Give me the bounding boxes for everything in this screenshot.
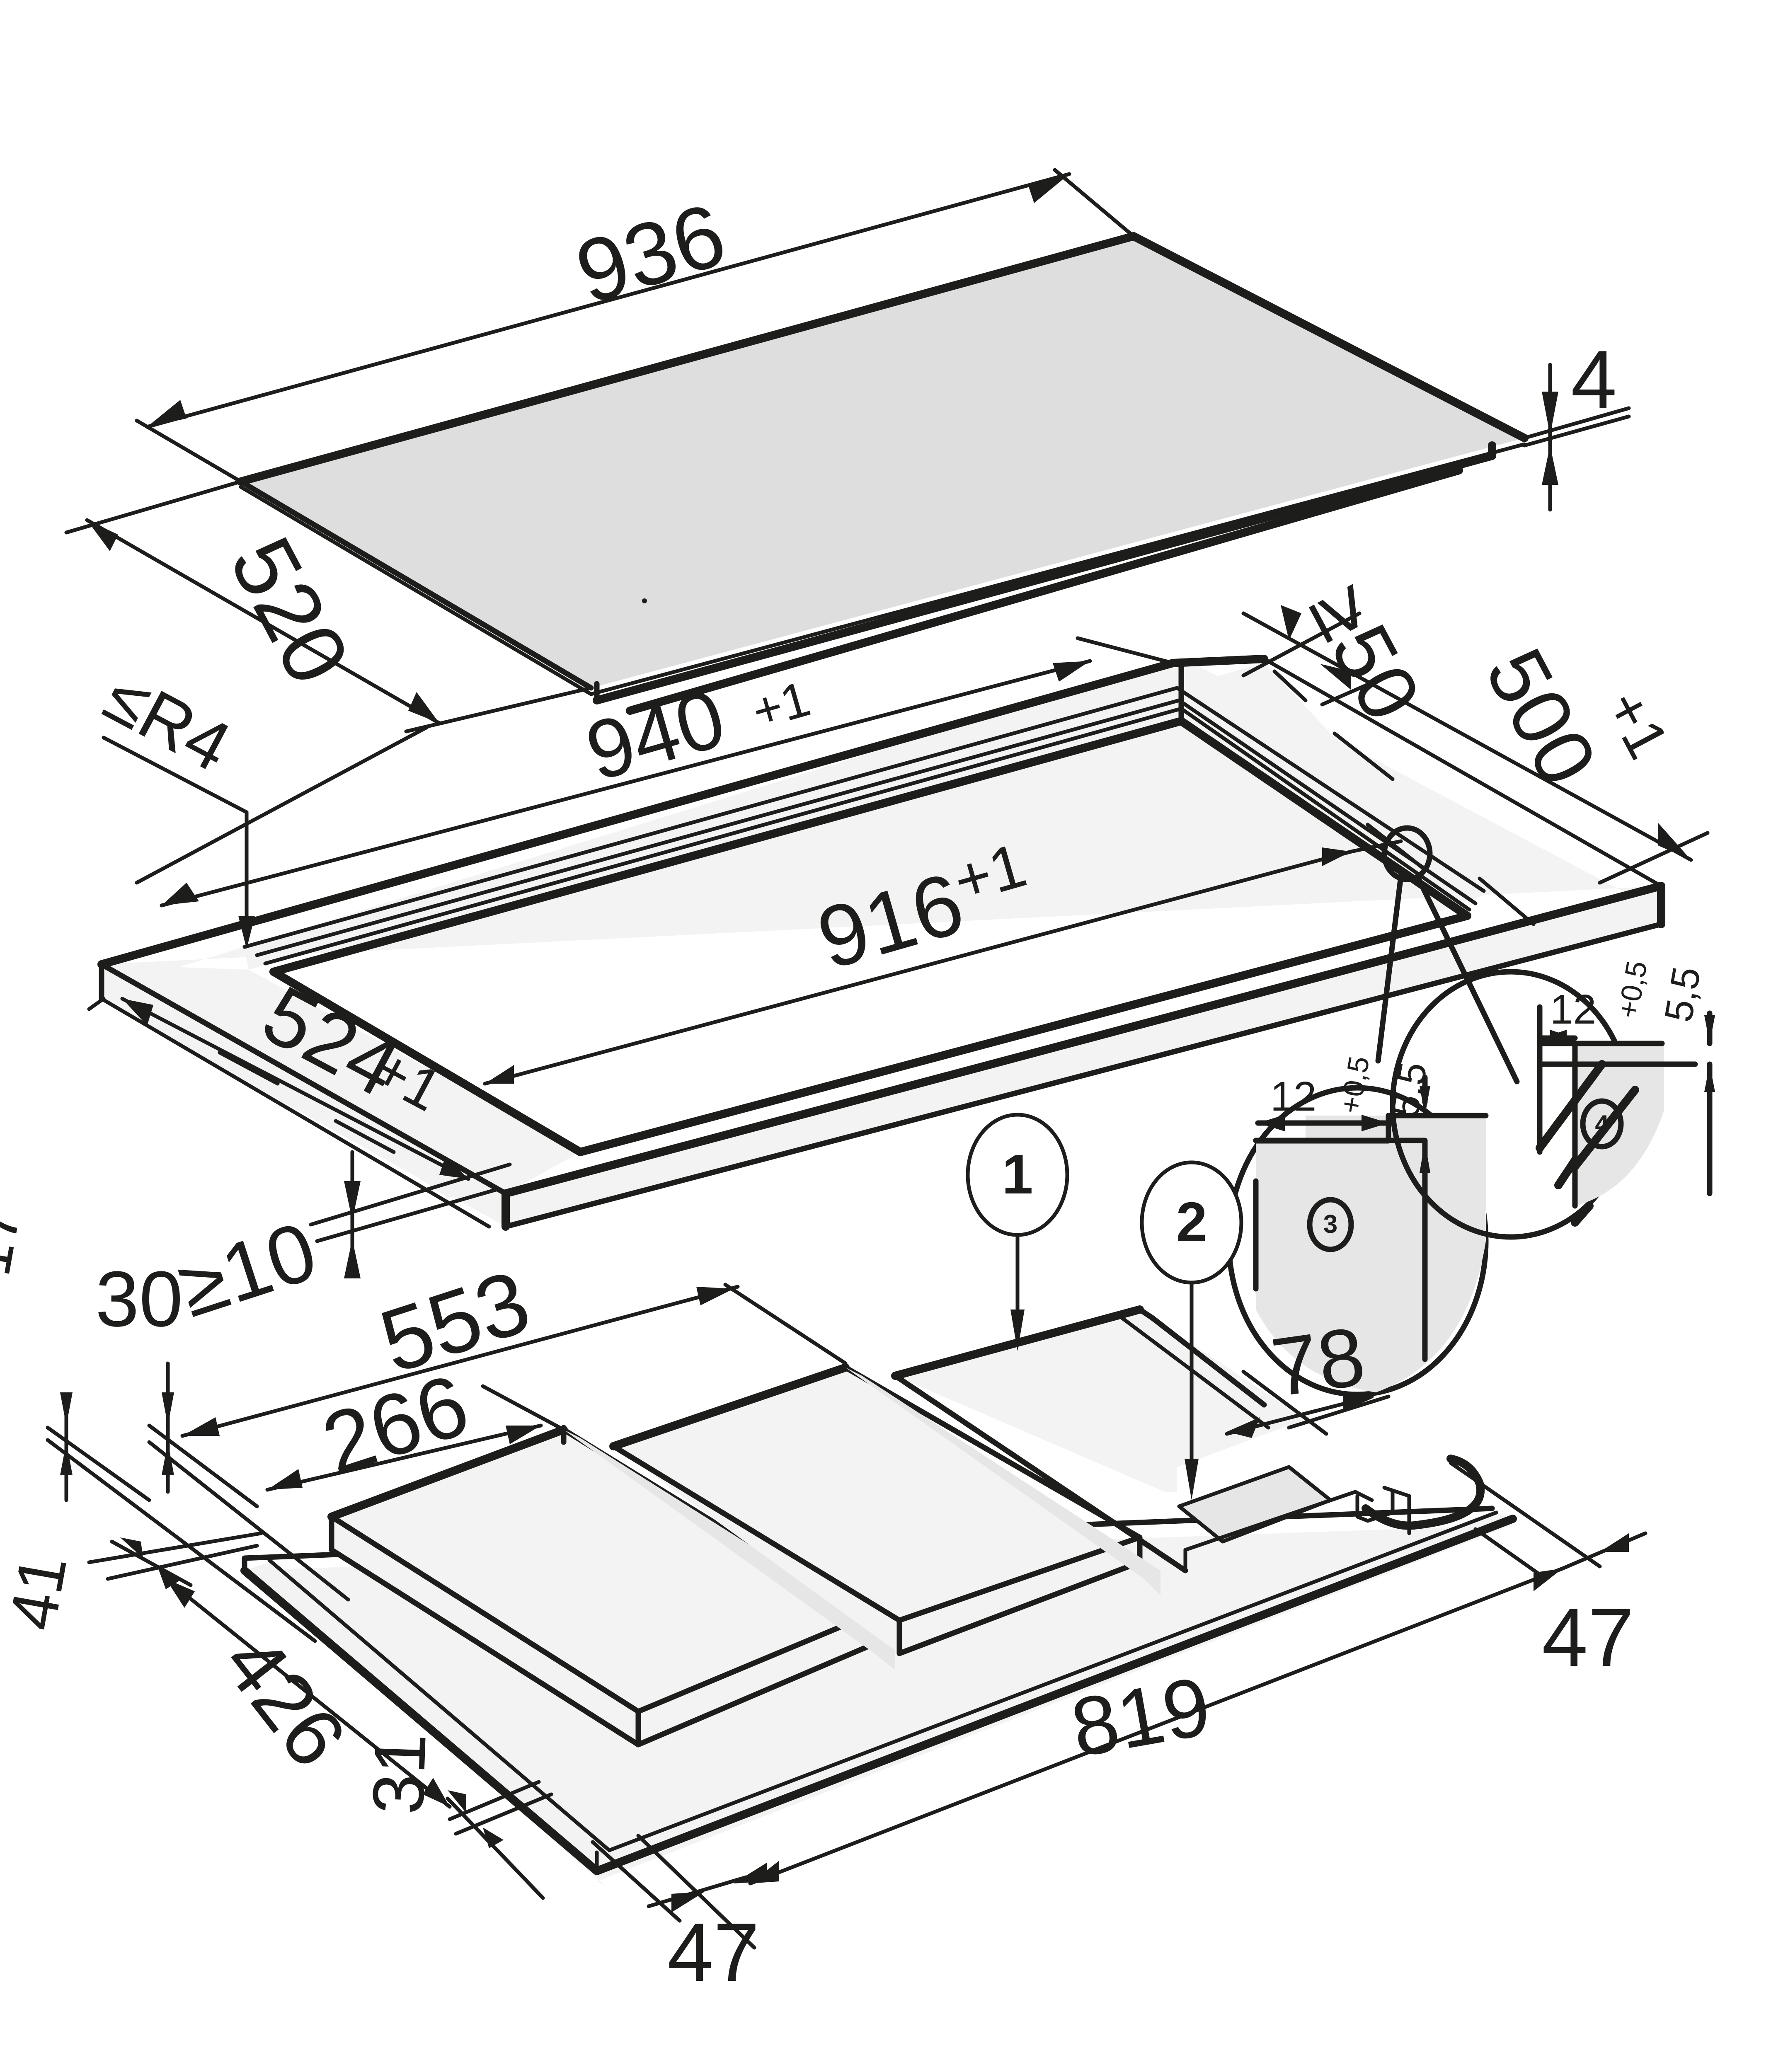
detail-4-tol: +0,5 [1611, 959, 1653, 1021]
glass-ceramic-top [237, 232, 1529, 715]
dim-500 [1241, 605, 1710, 885]
label-936: 936 [565, 184, 737, 323]
label-553: 553 [369, 1251, 541, 1392]
detail-4-width: 12 [1550, 986, 1596, 1033]
cooktop-body [240, 1305, 1517, 1886]
dim-553 [180, 1283, 848, 1438]
label-500: 500 [1468, 634, 1615, 799]
label-41: 41 [0, 1550, 80, 1635]
dim-940 [135, 636, 1175, 908]
detail-3-width: 12 [1270, 1073, 1316, 1120]
dim-47-right [1449, 1461, 1647, 1581]
worktop-cutout [97, 655, 1665, 1231]
detail-3-tol: +0,5 [1334, 1054, 1376, 1116]
dim-41 [87, 1531, 263, 1589]
dim-78 [1117, 1314, 1391, 1438]
label-min-10: ≥10 [167, 1204, 327, 1335]
dim-r4 [102, 736, 255, 949]
label-4: 4 [1571, 334, 1617, 426]
label-78: 78 [1266, 1310, 1370, 1414]
detail-3-badge [1307, 1197, 1354, 1252]
callout-1-number: 1 [1002, 1143, 1033, 1205]
dim-916 [483, 839, 1403, 1086]
dim-4 [1522, 363, 1631, 512]
label-r4: ≤R4 [92, 657, 243, 787]
detail-4-depth: 5,5 [1656, 963, 1709, 1025]
label-940-tol: +1 [746, 670, 816, 740]
dim-524 [87, 997, 470, 1181]
dim-520 [64, 479, 593, 733]
callout-2: 2 [1140, 1160, 1243, 1500]
dim-31 [446, 1780, 553, 1900]
detail-marker [1381, 825, 1433, 882]
sensor-dot [642, 598, 647, 603]
detail-4-number: 4 [1595, 1110, 1609, 1138]
dim-min-10 [309, 1150, 512, 1278]
label-47-right: 47 [1542, 1591, 1634, 1684]
callout-2-number: 2 [1176, 1191, 1207, 1253]
dim-426 [164, 1577, 452, 1809]
label-30: 30 [95, 1255, 183, 1343]
callout-1: 1 [966, 1113, 1069, 1351]
dim-266 [265, 1384, 566, 1492]
dim-17-30 [46, 1361, 350, 1643]
label-47-front: 47 [667, 1906, 759, 1999]
dim-936 [135, 168, 1136, 484]
label-31: 31 [358, 1732, 441, 1815]
dim-819 [748, 1566, 1565, 1886]
detail-4-badge [1580, 1098, 1624, 1150]
detail-3-number: 3 [1323, 1210, 1337, 1239]
label-17: 17 [0, 1201, 33, 1280]
